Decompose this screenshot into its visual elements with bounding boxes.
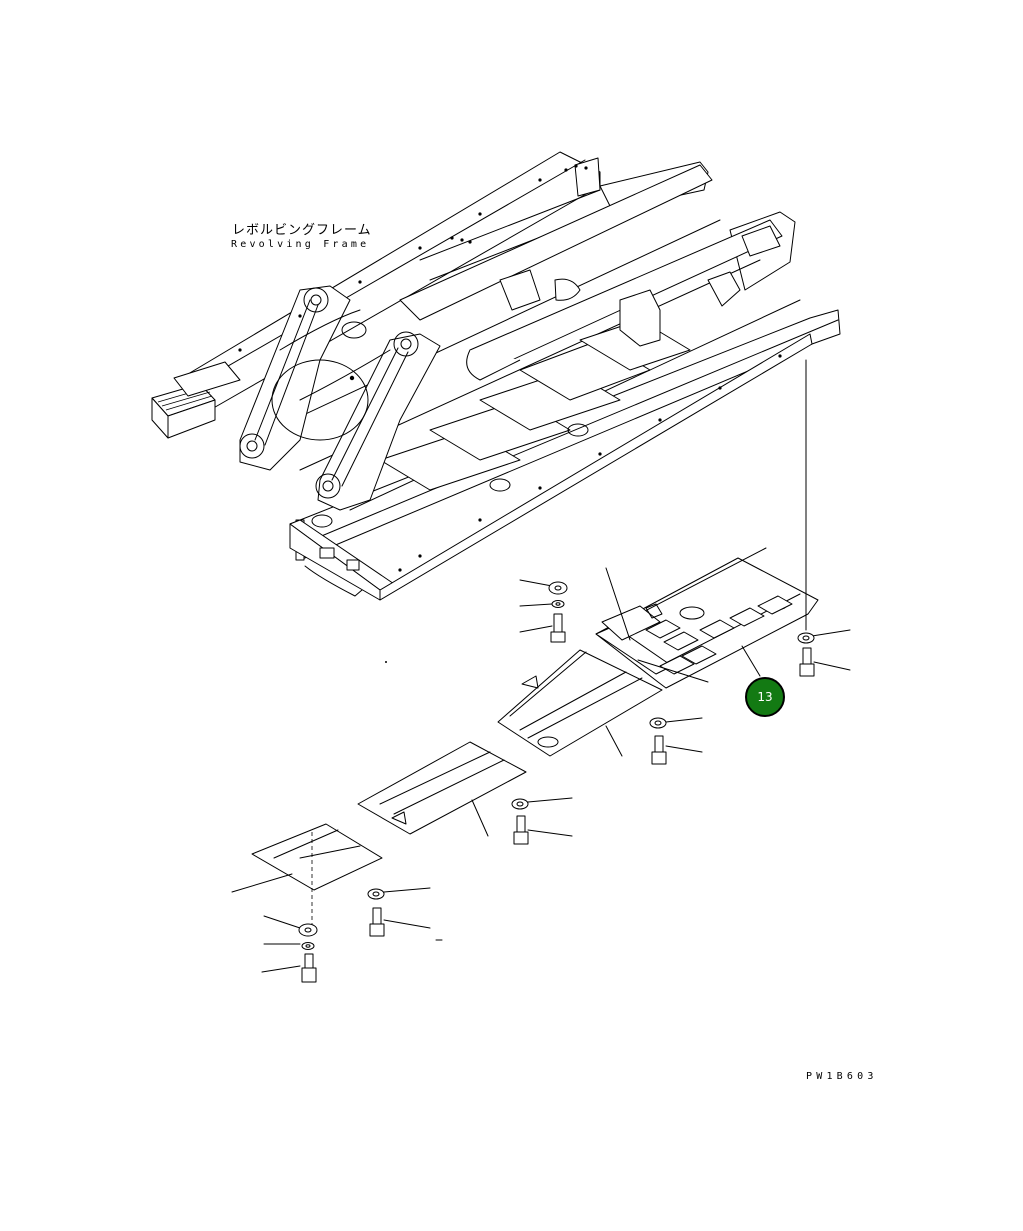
callout-13-button[interactable]: 13: [745, 677, 785, 717]
frame-title-japanese: レボルビングフレーム: [232, 223, 372, 238]
under-cover-1: [595, 547, 819, 689]
washer: [298, 923, 318, 937]
washer: [649, 717, 667, 729]
drawing-code: PW1B603: [806, 1071, 878, 1082]
washer: [367, 888, 385, 900]
bolt: [513, 815, 529, 845]
bolt: [369, 907, 385, 937]
washer: [548, 581, 568, 595]
washer: [511, 798, 529, 810]
washer: [551, 600, 565, 608]
leader-lines: [261, 359, 851, 973]
under-cover-4: [231, 823, 383, 926]
washer: [301, 942, 315, 950]
bolt: [550, 613, 566, 643]
step-box: [151, 361, 241, 439]
washer: [797, 632, 815, 644]
bolt: [799, 647, 815, 677]
frame-title-english: Revolving Frame: [231, 239, 370, 250]
fasteners: [298, 581, 815, 983]
under-cover-2: [497, 649, 663, 757]
bolt: [301, 953, 317, 983]
revolving-frame: [151, 151, 841, 663]
under-cover-3: [357, 741, 527, 837]
bolt: [651, 735, 667, 765]
